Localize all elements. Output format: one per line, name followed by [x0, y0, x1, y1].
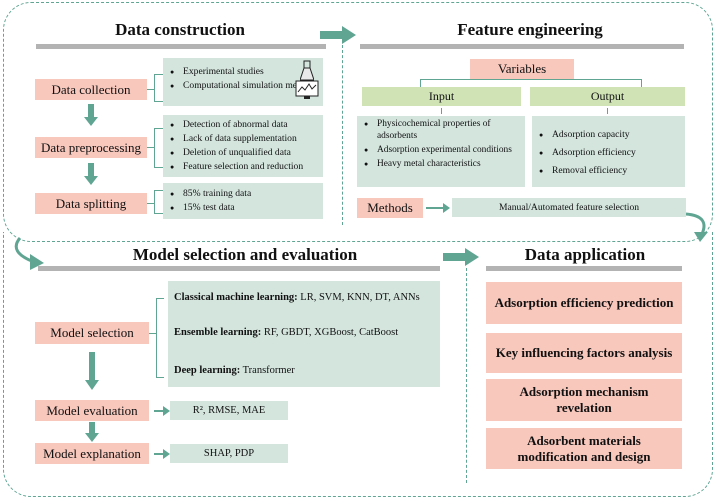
collection-bracket — [154, 74, 163, 102]
model-explanation-box: Model explanation — [35, 443, 149, 464]
input-tick — [441, 108, 442, 114]
ensemble-line: Ensemble learning: RF, GBDT, XGBoost, Ca… — [174, 327, 398, 338]
input-box: Input — [362, 87, 521, 106]
model-list-box — [168, 281, 440, 387]
preprocessing-item: Detection of abnormal data — [167, 118, 319, 132]
chart-monitor-icon — [295, 80, 319, 99]
classical-ml-heading: Classical machine learning: — [174, 292, 298, 303]
data-preprocessing-details: Detection of abnormal data Lack of data … — [163, 115, 323, 177]
output-item: Removal efficiency — [536, 162, 681, 180]
flow-arrow-right-top — [320, 26, 356, 44]
down-arrow-1 — [84, 104, 98, 126]
curved-arrow-right — [685, 212, 708, 242]
methods-box: Methods — [357, 198, 423, 218]
title-bar-feature-engineering — [360, 44, 684, 49]
ensemble-text: RF, GBDT, XGBoost, CatBoost — [261, 327, 399, 338]
title-bar-data-construction — [36, 44, 326, 49]
down-arrow-2 — [84, 163, 98, 185]
collection-item: Computational simulation methods — [167, 79, 319, 93]
section-title-data-application: Data application — [524, 245, 646, 264]
curved-arrow-left — [14, 237, 44, 270]
preprocessing-item: Deletion of unqualified data — [167, 146, 319, 160]
model-bracket — [156, 298, 164, 378]
classical-ml-text: LR, SVM, KNN, DT, ANNs — [297, 292, 420, 303]
preprocessing-bracket — [154, 128, 163, 168]
input-item: Adsorption experimental conditions — [361, 144, 521, 156]
input-details: Physicochemical properties of adsorbents… — [357, 116, 525, 187]
bottom-divider — [466, 268, 467, 483]
collection-item: Experimental studies — [167, 65, 319, 79]
down-arrow-3 — [85, 352, 99, 390]
preprocessing-item: Lack of data supplementation — [167, 132, 319, 146]
output-item: Adsorption capacity — [536, 126, 681, 144]
flask-icon — [300, 60, 314, 81]
output-tick — [607, 108, 608, 114]
model-evaluation-box: Model evaluation — [35, 400, 149, 421]
model-selection-box: Model selection — [35, 322, 149, 344]
evaluation-arrow — [154, 406, 170, 416]
section-title-model-selection: Model selection and evaluation — [132, 245, 358, 264]
ensemble-heading: Ensemble learning: — [174, 327, 262, 338]
flow-arrow-right-bottom — [443, 248, 479, 266]
section-title-data-construction: Data construction — [115, 20, 245, 39]
title-bar-data-application — [486, 266, 682, 271]
explanation-value-box: SHAP, PDP — [170, 444, 288, 463]
collection-connector — [147, 89, 154, 90]
output-box: Output — [530, 87, 685, 106]
data-splitting-details: 85% training data 15% test data — [163, 183, 323, 219]
splitting-connector — [147, 203, 154, 204]
classical-ml-line: Classical machine learning: LR, SVM, KNN… — [174, 292, 420, 303]
data-collection-details: Experimental studies Computational simul… — [163, 58, 323, 106]
deep-learning-text: Transformer — [240, 365, 295, 376]
output-details: Adsorption capacity Adsorption efficienc… — [532, 116, 685, 187]
evaluation-value-box: R², RMSE, MAE — [170, 401, 288, 420]
model-connector — [149, 333, 156, 334]
app-mechanism-revelation: Adsorption mechanism revelation — [486, 379, 682, 421]
top-divider — [342, 45, 343, 225]
app-factors-analysis: Key influencing factors analysis — [486, 333, 682, 373]
methods-arrow — [426, 203, 450, 213]
output-item: Adsorption efficiency — [536, 144, 681, 162]
methods-value-box: Manual/Automated feature selection — [452, 198, 686, 217]
deep-learning-line: Deep learning: Transformer — [174, 365, 295, 376]
down-arrow-4 — [85, 422, 99, 442]
bottom-panel-frame — [3, 232, 713, 497]
variables-box: Variables — [470, 59, 574, 79]
splitting-bracket — [154, 190, 163, 214]
title-bar-model-selection — [38, 266, 440, 271]
splitting-item: 85% training data — [167, 187, 319, 201]
data-splitting-box: Data splitting — [35, 193, 147, 214]
preprocessing-item: Feature selection and reduction — [167, 160, 319, 174]
data-collection-box: Data collection — [35, 79, 147, 100]
variables-connector — [420, 79, 642, 87]
explanation-arrow — [154, 449, 170, 459]
data-preprocessing-box: Data preprocessing — [35, 137, 147, 158]
top-panel-frame — [3, 2, 713, 242]
splitting-item: 15% test data — [167, 201, 319, 215]
app-materials-design: Adsorbent materials modification and des… — [486, 428, 682, 469]
app-efficiency-prediction: Adsorption efficiency prediction — [486, 282, 682, 324]
input-item: Physicochemical properties of adsorbents — [361, 118, 521, 142]
input-item: Heavy metal characteristics — [361, 158, 521, 170]
section-title-feature-engineering: Feature engineering — [457, 20, 603, 39]
preprocessing-connector — [147, 147, 154, 148]
deep-learning-heading: Deep learning: — [174, 365, 241, 376]
